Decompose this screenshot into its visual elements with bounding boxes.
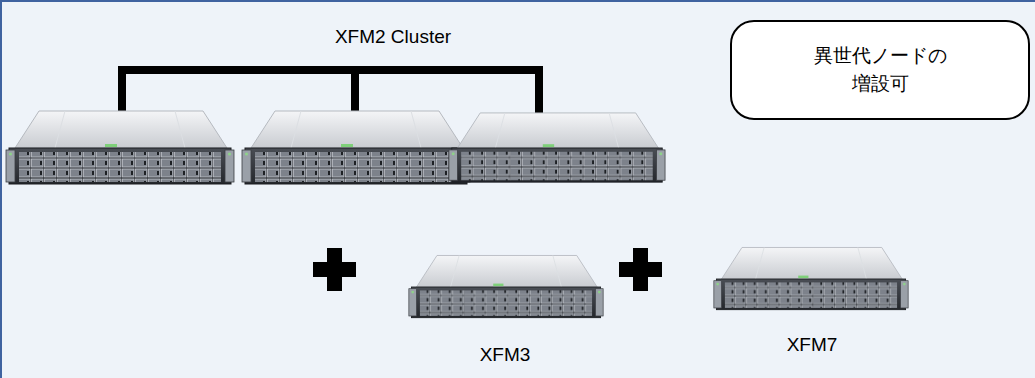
cluster-label: XFM2 Cluster bbox=[335, 26, 451, 48]
plus-sign bbox=[619, 248, 662, 291]
plus-sign bbox=[313, 248, 356, 291]
node-label: XFM7 bbox=[787, 334, 838, 356]
callout-text: 異世代ノードの 増設可 bbox=[805, 42, 955, 97]
node-label: XFM3 bbox=[480, 344, 531, 366]
callout-box: 異世代ノードの 増設可 bbox=[730, 20, 1030, 120]
